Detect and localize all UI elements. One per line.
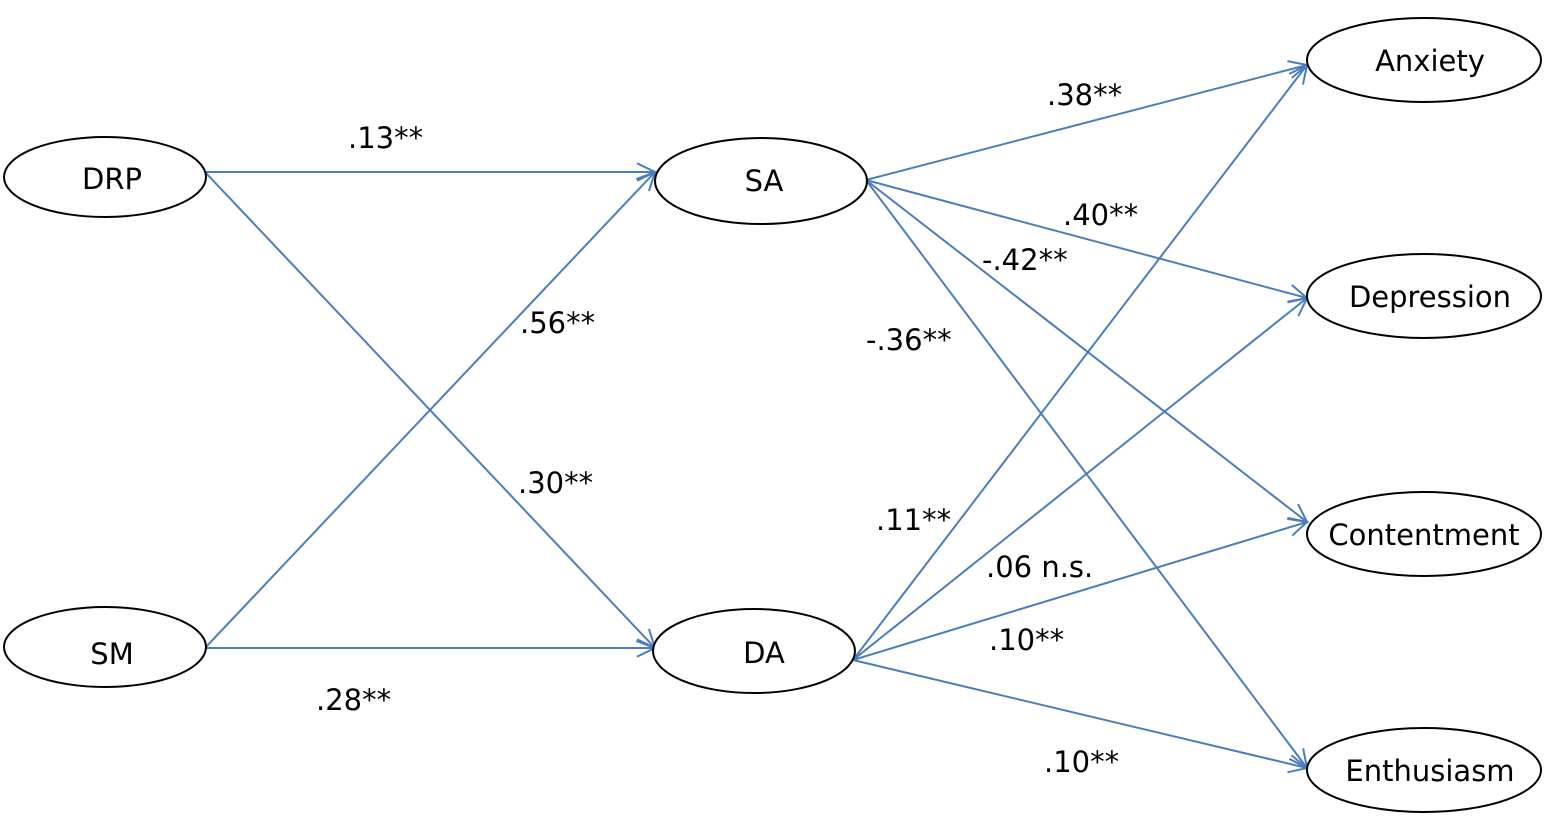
edge-sm-sa-arrowhead bbox=[635, 170, 657, 192]
node-sa-label: SA bbox=[745, 164, 784, 198]
edge-da-enthusiasm-line bbox=[852, 659, 1308, 769]
node-enthusiasm-label: Enthusiasm bbox=[1345, 754, 1514, 788]
node-enthusiasm: Enthusiasm bbox=[1306, 727, 1542, 813]
edge-da-anxiety-line bbox=[852, 64, 1308, 661]
edge-drp-sa bbox=[205, 162, 658, 182]
edge-sm-sa bbox=[204, 170, 657, 649]
node-depression: Depression bbox=[1306, 253, 1542, 339]
node-sa: SA bbox=[654, 137, 868, 225]
edge-sa-depression-line bbox=[865, 179, 1308, 299]
coef-sa-depression: .40** bbox=[1063, 198, 1138, 232]
node-contentment-label: Contentment bbox=[1328, 518, 1519, 552]
edge-da-contentment bbox=[852, 517, 1310, 661]
node-sm-label: SM bbox=[90, 637, 133, 671]
coef-sa-contentment: -.42** bbox=[982, 243, 1068, 277]
node-anxiety: Anxiety bbox=[1306, 17, 1542, 103]
edge-da-contentment-arrowhead bbox=[1287, 517, 1310, 537]
labels-layer: .13** .56** .30** .28** .38** .40** -.42… bbox=[316, 78, 1138, 779]
coef-drp-da: .30** bbox=[518, 466, 593, 500]
coef-da-enthusiasm: .10** bbox=[1044, 745, 1119, 779]
edge-da-depression-line bbox=[852, 297, 1308, 661]
coef-da-contentment: .10** bbox=[989, 623, 1064, 657]
edge-da-contentment-line bbox=[852, 521, 1308, 661]
edge-sm-da bbox=[205, 638, 658, 658]
node-sm: SM bbox=[3, 606, 207, 688]
edge-sa-contentment-line bbox=[865, 179, 1308, 523]
node-anxiety-label: Anxiety bbox=[1375, 44, 1485, 78]
node-depression-label: Depression bbox=[1349, 280, 1511, 314]
coef-sm-da: .28** bbox=[316, 683, 391, 717]
coef-da-depression: .06 n.s. bbox=[986, 550, 1093, 584]
coef-da-anxiety: .11** bbox=[876, 503, 951, 537]
coef-drp-sa: .13** bbox=[348, 121, 423, 155]
edge-sm-sa-line bbox=[204, 171, 656, 649]
node-drp-label: DRP bbox=[82, 162, 142, 196]
coef-sa-anxiety: .38** bbox=[1047, 78, 1122, 112]
node-contentment: Contentment bbox=[1306, 491, 1542, 577]
node-da: DA bbox=[652, 608, 856, 694]
edges-layer bbox=[204, 60, 1310, 774]
edge-sa-anxiety-line bbox=[865, 64, 1308, 181]
coef-sm-sa: .56** bbox=[520, 306, 595, 340]
node-da-label: DA bbox=[743, 636, 785, 670]
coef-sa-enthusiasm: -.36** bbox=[866, 323, 952, 357]
node-drp: DRP bbox=[3, 136, 207, 218]
